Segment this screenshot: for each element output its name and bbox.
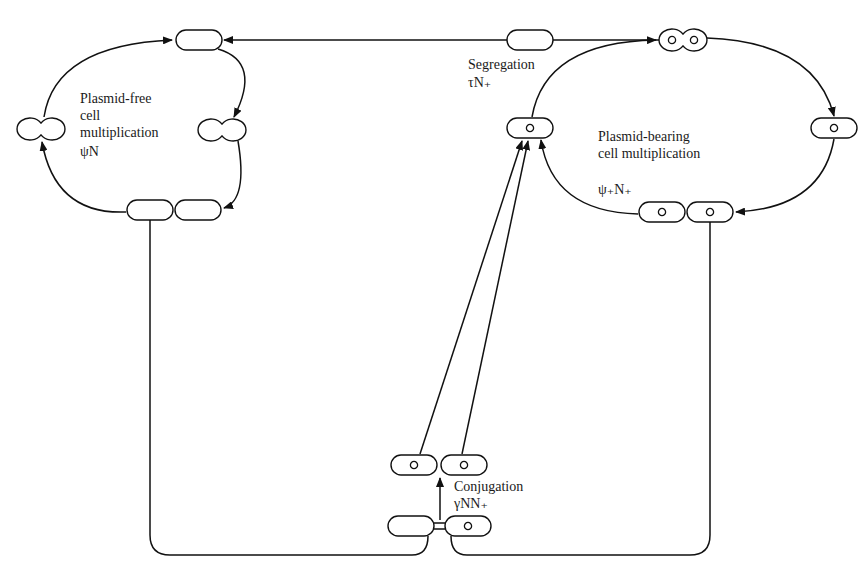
rate-expression: ψ₊N₊ [598,181,632,198]
plasmid-bearing-cell [687,202,733,222]
process-name: Conjugation [454,478,523,495]
dividing-plasmid-cell [659,29,707,51]
rate-expression: τN₊ [468,74,491,91]
rate-expression-holder: τN₊ [468,74,491,91]
growth-arrow [218,49,245,117]
rate-expression-holder: γNN₊ [454,495,488,512]
cycle-name: Plasmid-bearing cell multiplication [598,128,702,162]
cycle-name: Plasmid-free cell multiplication [80,90,168,141]
cycle-name-holder: Plasmid-bearing cell multiplication [598,128,702,162]
cycle-name-holder: Plasmid-free cell multiplication [80,90,168,141]
plasmid-free-cell [127,200,173,220]
plasmid-bearing-cell [507,118,553,138]
conjugation-feed-line [451,222,710,555]
process-name-holder: Conjugation [454,478,523,495]
plasmid-bearing-cell [639,202,685,222]
process-name-holder: Segregation [468,56,535,73]
segregation-line [553,39,659,41]
plasmid-free-cell [507,30,553,50]
plasmid-bearing-cell [445,516,491,536]
growth-arrow [736,139,834,212]
cells [17,29,857,536]
rate-expression: ψN [80,143,99,160]
rate-expression-holder: ψN [80,143,99,160]
growth-arrow [42,142,126,212]
return-arrow [462,141,528,454]
rate-expression: γNN₊ [454,495,488,512]
rate-expression-holder: ψ₊N₊ [598,181,632,198]
plasmid-bearing-cell [441,455,487,475]
conjugation-feed-line [150,220,428,555]
dividing-cell [17,118,65,140]
growth-arrow [532,40,656,117]
plasmid-free-cell [388,516,434,536]
conjugation-arrow [439,478,441,520]
plasmid-bearing-cell [811,118,857,138]
segregation-arrow [224,39,507,41]
process-name: Segregation [468,56,535,73]
growth-arrow [707,38,834,116]
plasmid-bearing-cell [391,455,437,475]
plasmid-free-cell [175,200,221,220]
conjugation-bridge [434,523,445,529]
return-arrow [420,141,522,454]
dividing-cell [198,119,246,141]
growth-arrow [224,141,241,208]
cycle-arrows [42,38,834,555]
plasmid-free-cell [176,30,222,50]
